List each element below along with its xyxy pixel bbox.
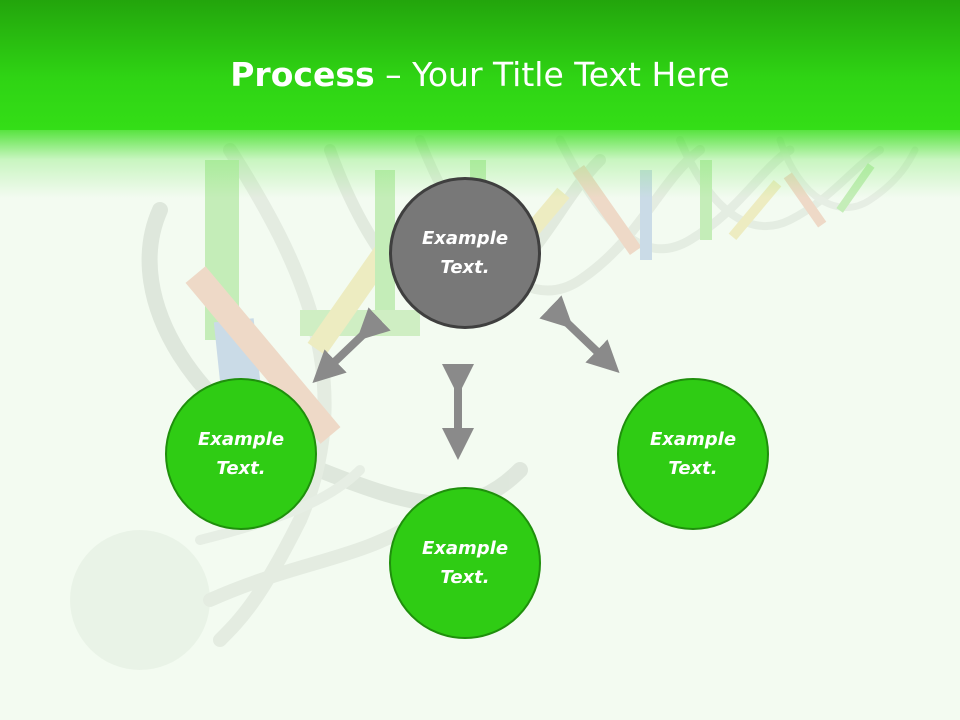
title-rest-part: – Your Title Text Here	[374, 55, 730, 94]
left-node[interactable]: Example Text.	[165, 378, 317, 530]
left-node-text: Example Text.	[197, 429, 285, 479]
bottom-node[interactable]: Example Text.	[389, 487, 541, 639]
right-node-text: Example Text.	[649, 429, 737, 479]
slide-title[interactable]: Process – Your Title Text Here	[0, 52, 960, 98]
double-arrow-icon	[539, 295, 620, 374]
center-node-text: Example Text.	[421, 228, 509, 278]
bottom-node-text: Example Text.	[421, 538, 509, 588]
right-node[interactable]: Example Text.	[617, 378, 769, 530]
center-node[interactable]: Example Text.	[389, 177, 541, 329]
double-arrow-icon	[312, 307, 391, 384]
title-bar	[0, 0, 960, 130]
title-bold-part: Process	[230, 55, 375, 94]
